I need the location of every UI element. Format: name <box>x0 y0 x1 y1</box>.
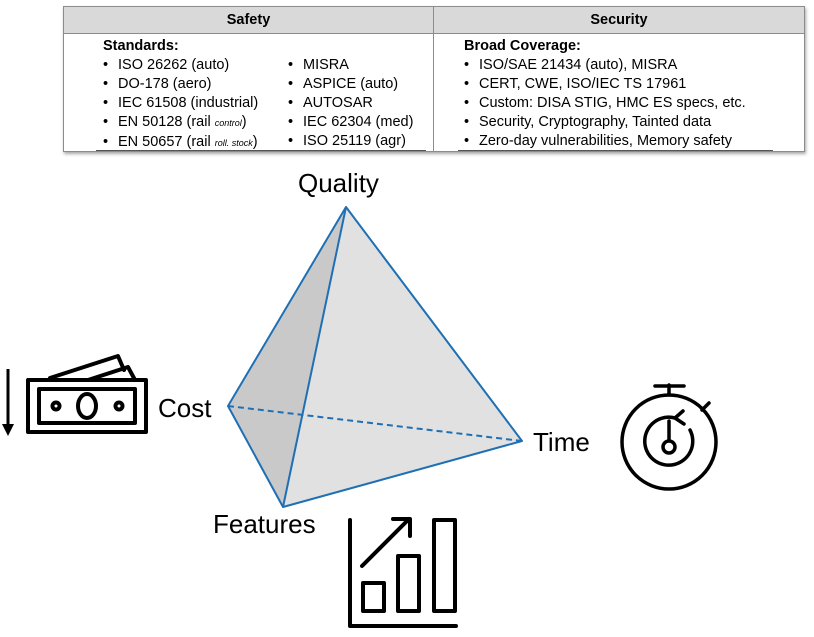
list-item: AUTOSAR <box>285 94 413 113</box>
features-label: Features <box>213 509 316 539</box>
list-item: ASPICE (auto) <box>285 75 413 94</box>
time-label: Time <box>533 427 590 457</box>
stopwatch-icon <box>620 383 718 491</box>
list-item: MISRA <box>285 56 413 75</box>
tetrahedron-front-face <box>283 207 522 507</box>
list-item: EN 50128 (rail control) <box>100 113 258 133</box>
security-coverage-list: ISO/SAE 21434 (auto), MISRA CERT, CWE, I… <box>461 56 746 151</box>
safety-standards-list-right: MISRA ASPICE (auto) AUTOSAR IEC 62304 (m… <box>285 56 413 151</box>
list-item: IEC 62304 (med) <box>285 113 413 132</box>
column-divider <box>433 33 434 151</box>
list-item: IEC 61508 (industrial) <box>100 94 258 113</box>
down-arrow-icon <box>2 369 14 436</box>
security-header: Security <box>434 7 804 34</box>
tetrahedron <box>227 206 523 508</box>
safety-header: Safety <box>64 7 434 34</box>
safety-bottom-rule <box>96 150 426 151</box>
list-item: ISO/SAE 21434 (auto), MISRA <box>461 56 746 75</box>
growth-chart-icon <box>348 517 458 628</box>
safety-standards-list-left: ISO 26262 (auto) DO-178 (aero) IEC 61508… <box>100 56 258 151</box>
security-bottom-rule <box>458 150 773 151</box>
tetrahedron-left-face <box>228 207 346 507</box>
list-item: Zero-day vulnerabilities, Memory safety <box>461 132 746 151</box>
list-item: ISO 26262 (auto) <box>100 56 258 75</box>
list-item: ISO 25119 (agr) <box>285 132 413 151</box>
standards-table: Safety Security Standards: ISO 26262 (au… <box>63 6 805 152</box>
list-item: Security, Cryptography, Tainted data <box>461 113 746 132</box>
list-item: Custom: DISA STIG, HMC ES specs, etc. <box>461 94 746 113</box>
cost-label: Cost <box>158 393 212 423</box>
safety-subheading: Standards: <box>103 38 179 54</box>
quality-label: Quality <box>298 168 379 198</box>
list-item: CERT, CWE, ISO/IEC TS 17961 <box>461 75 746 94</box>
list-item: DO-178 (aero) <box>100 75 258 94</box>
money-icon <box>26 354 148 434</box>
front-edge-quality-features <box>282 206 347 508</box>
security-subheading: Broad Coverage: <box>464 38 581 54</box>
list-item: EN 50657 (rail roll. stock) <box>100 133 258 151</box>
